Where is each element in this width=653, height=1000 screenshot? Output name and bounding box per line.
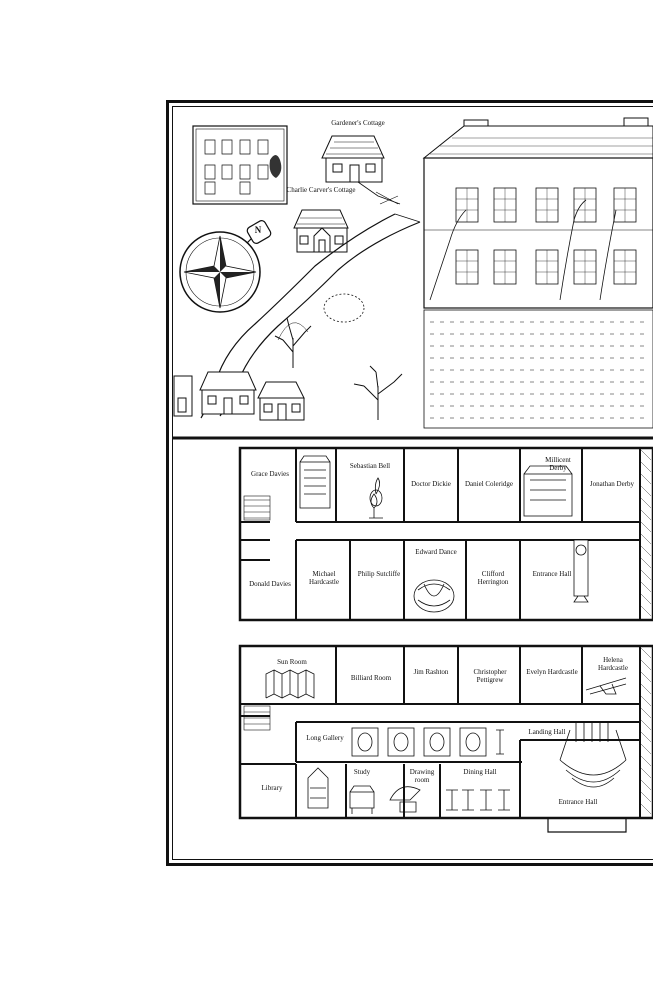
- room-philip-sutcliffe: Philip Sutcliffe: [357, 570, 401, 578]
- gardeners-cottage-label: Gardener's Cottage: [331, 119, 385, 127]
- staircase-first-floor: [243, 495, 271, 521]
- ground-floor-hatch: [640, 647, 652, 815]
- room-entrance-hall-ground: Entrance Hall: [558, 798, 598, 806]
- room-drawing-room: Drawing room: [409, 768, 435, 784]
- candlesticks: [446, 789, 510, 811]
- canopy-bed: [523, 465, 573, 517]
- room-library: Library: [261, 784, 283, 792]
- library-globe: [307, 767, 329, 809]
- room-donald-davies: Donald Davies: [249, 580, 291, 588]
- room-doctor-dickie: Doctor Dickie: [411, 480, 451, 488]
- room-long-gallery: Long Gallery: [306, 734, 344, 742]
- room-study: Study: [353, 768, 371, 776]
- room-michael-hardcastle: Michael Hardcastle: [309, 570, 339, 586]
- room-helena-hardcastle: Helena Hardcastle: [598, 656, 628, 672]
- room-jim-rashton: Jim Rashton: [413, 668, 449, 676]
- room-christopher-pettigrew: Christopher Pettigrew: [473, 668, 507, 684]
- ground-floor-plan: [238, 644, 653, 833]
- grounds: [173, 117, 653, 429]
- folding-screen: [265, 669, 315, 699]
- compass-drawing: [179, 220, 272, 313]
- first-floor-hatch: [640, 449, 652, 617]
- map-outer-border: [166, 100, 653, 866]
- staircase-ground-floor: [243, 705, 271, 731]
- graveyard-drawing: [192, 125, 288, 205]
- room-clifford-herrington: Clifford Herrington: [477, 570, 509, 586]
- manor-house-drawing: [422, 117, 653, 309]
- village-cottages-drawing: [173, 371, 305, 421]
- room-landing-hall: Landing Hall: [528, 728, 566, 736]
- portrait-frames: [351, 727, 504, 757]
- room-billiard-room: Billiard Room: [350, 674, 392, 682]
- compass-n-label: N: [254, 225, 262, 235]
- chain-pile: [413, 579, 455, 613]
- shotgun-sketch: [585, 677, 627, 695]
- first-floor-plan: [238, 446, 653, 622]
- room-daniel-coleridge: Daniel Coleridge: [464, 480, 513, 488]
- tree-drawing: [274, 317, 312, 368]
- room-edward-dance: Edward Dance: [415, 548, 457, 556]
- room-sun-room: Sun Room: [277, 658, 307, 666]
- charlie-carvers-cottage-drawing: [293, 209, 349, 253]
- room-jonathan-derby: Jonathan Derby: [589, 480, 635, 488]
- four-poster-bed: [299, 455, 331, 509]
- piano-sketch: [349, 785, 375, 814]
- room-millicent-derby: Millicent Derby: [545, 456, 571, 472]
- grand-staircase: [559, 722, 627, 788]
- map-inner-border: [172, 106, 653, 860]
- oil-lamp: [369, 477, 383, 519]
- manor-windows: [455, 187, 637, 285]
- room-entrance-hall-upper: Entrance Hall: [532, 570, 572, 578]
- courtyard-gravel: [430, 321, 650, 419]
- room-grace-davies: Grace Davies: [251, 470, 289, 478]
- grandfather-clock: [573, 539, 589, 603]
- gardeners-cottage-drawing: [321, 135, 401, 205]
- charlie-carvers-cottage-label: Charlie Carver's Cottage: [286, 186, 356, 194]
- room-sebastian-bell: Sebastian Bell: [349, 462, 391, 470]
- room-dining-hall: Dining Hall: [463, 768, 497, 776]
- room-evelyn-hardcastle: Evelyn Hardcastle: [526, 668, 578, 676]
- phonograph-sketch: [389, 786, 421, 813]
- tree-drawing-2: [353, 365, 403, 420]
